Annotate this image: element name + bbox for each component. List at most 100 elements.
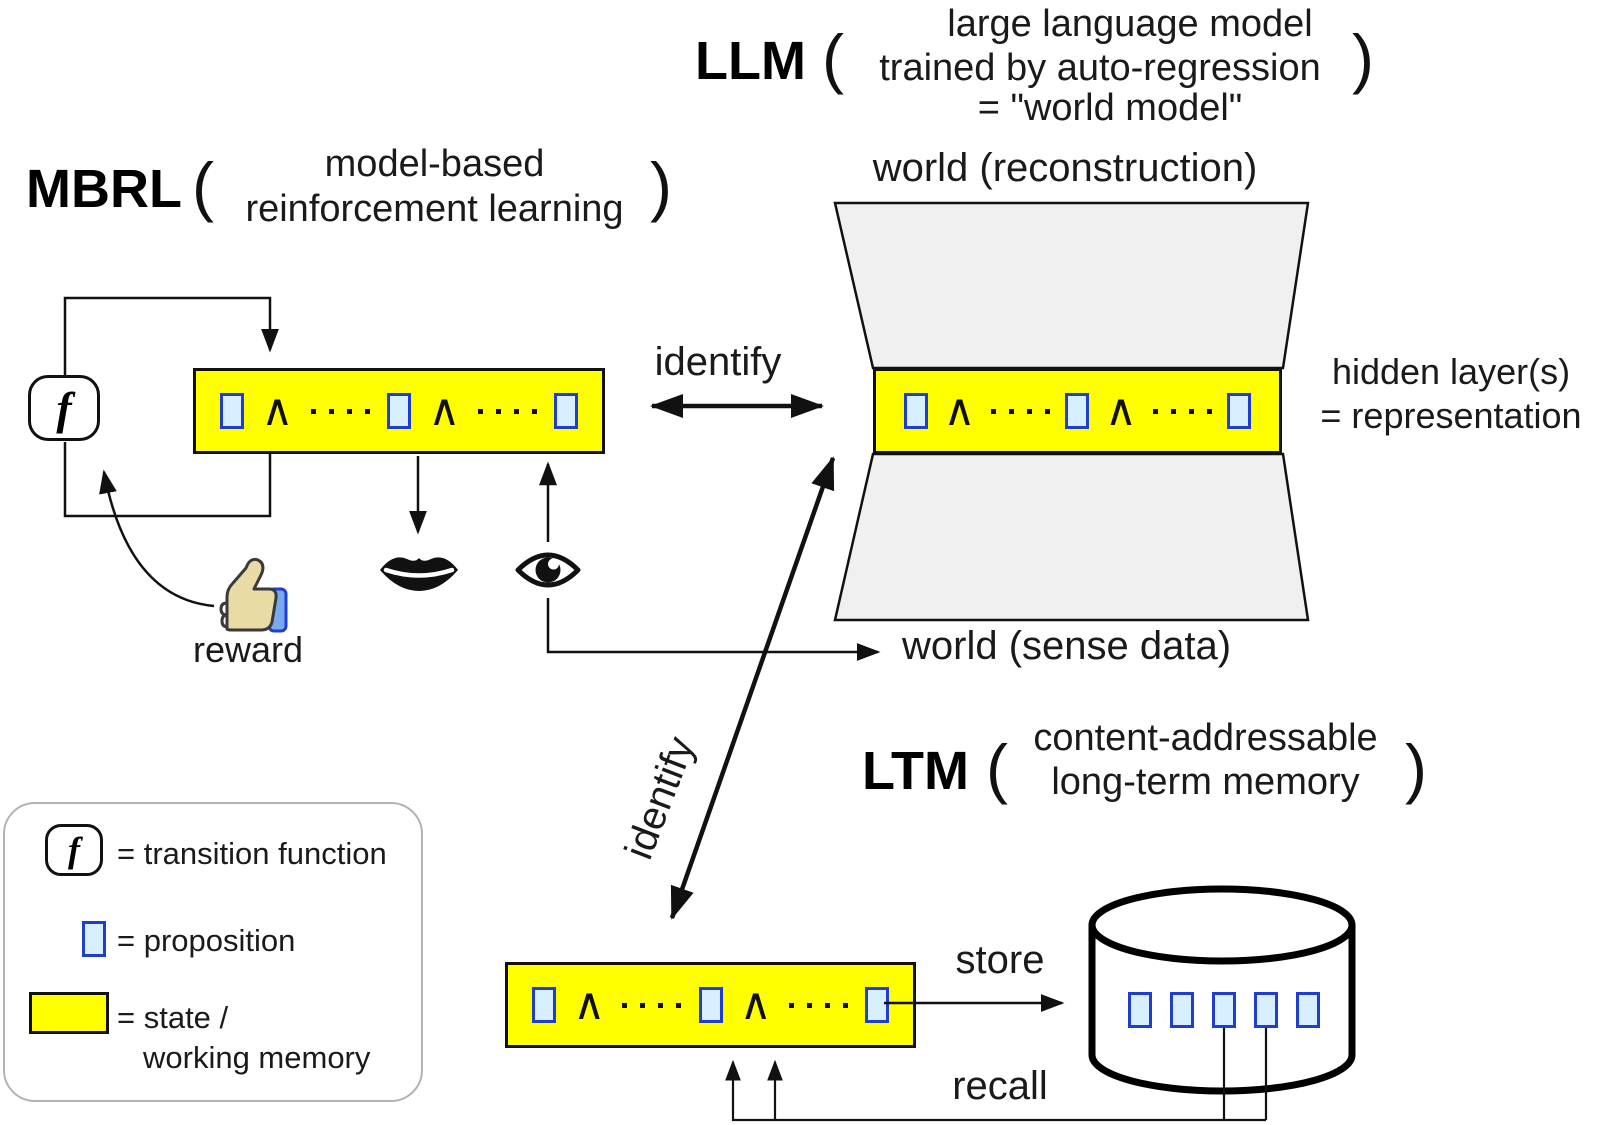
legend-state-label-line1: = state /: [117, 1000, 229, 1035]
working-memory-bar-ltm: ∧∧: [505, 962, 916, 1048]
dot-icon: [1045, 408, 1051, 414]
proposition-box: [553, 393, 578, 429]
ltm-acronym: LTM: [862, 741, 969, 801]
database-cylinder-top: [1088, 885, 1356, 965]
logical-and-icon: ∧: [739, 979, 772, 1031]
dot-icon: [788, 1002, 794, 1008]
eye-icon: [515, 547, 581, 594]
identify-diagonal-label: identify: [616, 730, 704, 866]
identify-diagonal-arrow: [669, 456, 836, 920]
identify-horizontal-label: identify: [654, 340, 782, 384]
ltm-paren-open: (: [986, 731, 1008, 805]
dot-icon: [513, 408, 519, 414]
dot-icon: [824, 1002, 830, 1008]
legend-state-label-line2: working memory: [143, 1040, 371, 1075]
reward-label: reward: [192, 629, 304, 670]
ltm-slot: [1128, 992, 1152, 1028]
ltm-memory-slots: [1128, 992, 1320, 1028]
dot-icon: [328, 408, 334, 414]
transition-function-node: f: [28, 375, 100, 441]
dot-icon: [676, 1002, 682, 1008]
llm-paren-close: ): [1352, 21, 1374, 95]
transition-function-symbol: f: [56, 382, 72, 434]
dot-icon: [640, 1002, 646, 1008]
recall-label: recall: [952, 1064, 1048, 1108]
llm-paren-open: (: [822, 21, 844, 95]
dot-icon: [531, 408, 537, 414]
ltm-slot: [1296, 992, 1320, 1028]
legend-box: f = transition function = proposition = …: [3, 802, 423, 1102]
proposition-box: [904, 393, 928, 429]
ltm-desc-line2: long-term memory: [1051, 761, 1360, 803]
eye-to-world-arrow: [546, 598, 881, 661]
ellipsis-dots: [788, 1002, 848, 1008]
mbrl-desc-line1: model-based: [324, 143, 545, 185]
reward-arrow: [99, 469, 215, 608]
hidden-layers-label-line2: = representation: [1320, 395, 1582, 436]
dot-icon: [1027, 408, 1033, 414]
world-sense-data-trapezoid: [833, 452, 1310, 622]
llm-title-desc: trained by auto-regression: [879, 47, 1321, 89]
store-label: store: [955, 938, 1045, 982]
mbrl-paren-open: (: [192, 149, 214, 223]
ellipsis-dots: [622, 1002, 682, 1008]
llm-title-line1: large language model: [947, 3, 1313, 45]
dot-icon: [1152, 408, 1158, 414]
ltm-slot: [1212, 992, 1236, 1028]
dot-icon: [346, 408, 352, 414]
dot-icon: [1206, 408, 1212, 414]
dot-icon: [495, 408, 501, 414]
proposition-box: [220, 393, 244, 429]
ltm-slot: [1170, 992, 1194, 1028]
hidden-layer-bar-llm: ∧∧: [873, 368, 1282, 454]
logical-and-icon: ∧: [943, 385, 976, 437]
dot-icon: [364, 408, 370, 414]
world-sense-data-label: world (sense data): [902, 624, 1232, 668]
logical-and-icon: ∧: [428, 385, 461, 437]
ellipsis-dots: [991, 408, 1051, 414]
ellipsis-dots: [477, 408, 537, 414]
mbrl-paren-close: ): [650, 149, 672, 223]
legend-transition-label: = transition function: [117, 836, 387, 871]
dot-icon: [842, 1002, 848, 1008]
proposition-box: [698, 987, 723, 1023]
dot-icon: [991, 408, 997, 414]
ltm-paren-close: ): [1405, 731, 1427, 805]
legend-state-swatch: [29, 992, 109, 1034]
dot-icon: [1009, 408, 1015, 414]
legend-transition-swatch: f: [45, 824, 103, 876]
dot-icon: [806, 1002, 812, 1008]
proposition-box: [1226, 393, 1251, 429]
logical-and-icon: ∧: [261, 385, 294, 437]
world-reconstruction-label: world (reconstruction): [872, 146, 1258, 190]
dot-icon: [622, 1002, 628, 1008]
ellipsis-dots: [1152, 408, 1212, 414]
proposition-box: [1065, 393, 1090, 429]
ltm-slot: [1254, 992, 1278, 1028]
mbrl-desc-line2: reinforcement learning: [245, 188, 624, 230]
logical-and-icon: ∧: [1104, 385, 1138, 437]
dot-icon: [477, 408, 483, 414]
legend-proposition-swatch: [82, 921, 106, 957]
lips-icon: [378, 550, 460, 594]
proposition-box: [532, 987, 556, 1023]
dot-icon: [310, 408, 316, 414]
working-memory-bar-mbrl: ∧∧: [193, 368, 605, 454]
dot-icon: [1170, 408, 1176, 414]
proposition-box: [386, 393, 411, 429]
thumbs-up-icon: [203, 545, 295, 637]
mbrl-loop-top-arrow: [63, 296, 279, 376]
legend-transition-symbol: f: [68, 830, 80, 870]
proposition-box: [865, 987, 889, 1023]
hidden-layers-label-line1: hidden layer(s): [1331, 351, 1571, 392]
dot-icon: [658, 1002, 664, 1008]
dot-icon: [1188, 408, 1194, 414]
world-reconstruction-trapezoid: [833, 201, 1310, 370]
llm-acronym: LLM: [695, 31, 806, 91]
llm-title-line3: = "world model": [977, 87, 1243, 129]
ltm-desc-line1: content-addressable: [1033, 717, 1378, 759]
mbrl-acronym: MBRL: [26, 159, 182, 219]
logical-and-icon: ∧: [573, 979, 606, 1031]
ellipsis-dots: [310, 408, 370, 414]
